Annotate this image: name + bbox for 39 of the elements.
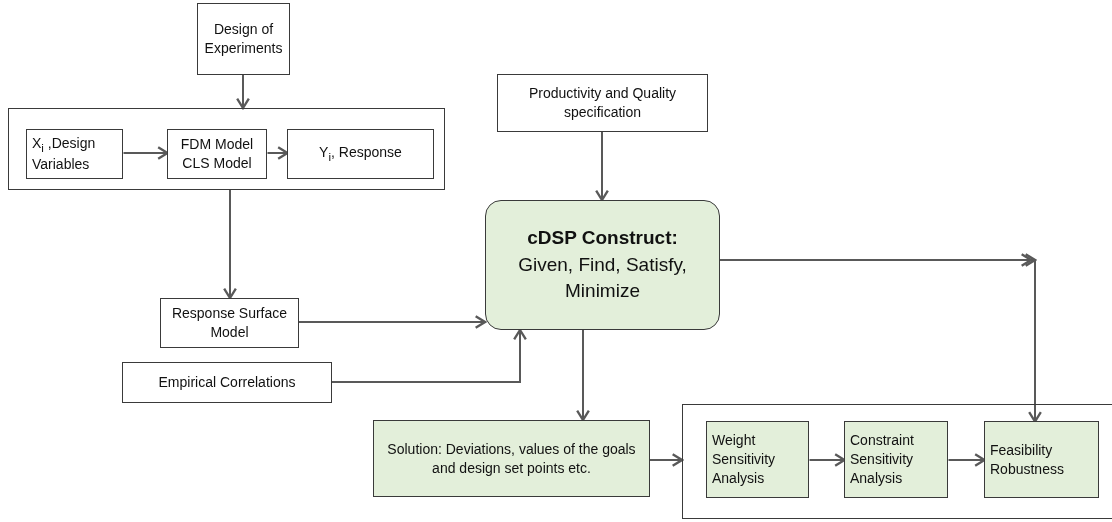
process-box [287, 129, 434, 179]
arrow [298, 315, 487, 329]
arrow [719, 253, 1042, 423]
box-label: X$_{i}$ ,Design Variables [32, 133, 97, 175]
box-label: Design of Experiments [203, 20, 284, 58]
arrow [236, 74, 250, 110]
process-box [373, 420, 650, 497]
box-label: Weight Sensitivity Analysis [712, 431, 777, 488]
box-label: Empirical Correlations [157, 373, 297, 392]
process-box [167, 129, 267, 179]
process-box [844, 421, 948, 498]
arrow [266, 146, 289, 160]
process-box [122, 362, 332, 403]
process-box [160, 298, 299, 348]
arrow [947, 453, 986, 467]
box-label: Y$_{i}$, Response [318, 143, 403, 165]
process-box [485, 200, 720, 330]
process-box [197, 3, 290, 75]
box-label: FDM Model CLS Model [179, 135, 255, 173]
group-frame [8, 108, 445, 190]
arrow [223, 189, 237, 300]
arrow [808, 453, 846, 467]
process-box [706, 421, 809, 498]
process-box [26, 129, 123, 179]
box-heading: cDSP Construct: [526, 226, 679, 251]
box-label: Constraint Sensitivity Analysis [850, 431, 915, 488]
box-label: Productivity and Quality specification [527, 84, 678, 122]
arrow [122, 146, 169, 160]
process-box [984, 421, 1099, 498]
box-label: Solution: Deviations, values of the goals and design set points etc. [386, 439, 637, 478]
arrow [331, 328, 527, 383]
group-frame [682, 404, 1112, 519]
arrow [576, 329, 590, 422]
box-label: Response Surface Model [170, 304, 289, 342]
arrow [595, 131, 609, 202]
box-label: Feasibility Robustness [990, 440, 1065, 479]
arrow [649, 453, 684, 467]
process-box [497, 74, 708, 132]
box-label: Given, Find, Satisfy, Minimize [517, 252, 688, 304]
